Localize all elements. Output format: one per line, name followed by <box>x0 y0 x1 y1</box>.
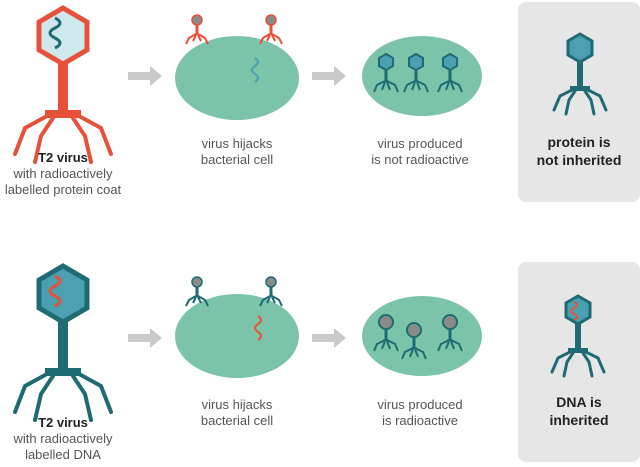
result-label-row2: DNA is inherited <box>549 394 609 428</box>
arrow-icon <box>312 328 346 348</box>
virus-caption-row1: T2 virus with radioactively labelled pro… <box>4 150 122 197</box>
bacterial-cell <box>362 296 482 376</box>
bacterial-cell <box>175 294 299 378</box>
produced-caption-row1: virus produced is not radioactive <box>371 136 469 167</box>
arrow-icon <box>128 66 162 86</box>
attached-virus <box>185 14 209 45</box>
t2-virus-labelled-coat <box>15 8 111 162</box>
produced-caption-row2: virus produced is radioactive <box>377 397 463 428</box>
arrow-icon <box>312 66 346 86</box>
bacterial-cell <box>362 36 482 116</box>
dna-squiggle <box>254 315 262 341</box>
bacterial-cell <box>175 36 299 120</box>
hijack-caption-row2: virus hijacks bacterial cell <box>200 397 274 428</box>
result-virus-radioactive-dna <box>550 294 606 378</box>
virus-caption-row2: T2 virus with radioactively labelled DNA <box>13 415 113 462</box>
result-panel-1 <box>518 2 640 202</box>
attached-virus <box>259 14 283 45</box>
hijack-caption-row1: virus hijacks bacterial cell <box>200 136 274 167</box>
t2-virus-labelled-dna <box>15 266 111 420</box>
result-panel-2 <box>518 262 640 462</box>
arrow-icon <box>128 328 162 348</box>
dna-squiggle <box>251 57 259 83</box>
result-label-row1: protein is not inherited <box>536 134 622 168</box>
